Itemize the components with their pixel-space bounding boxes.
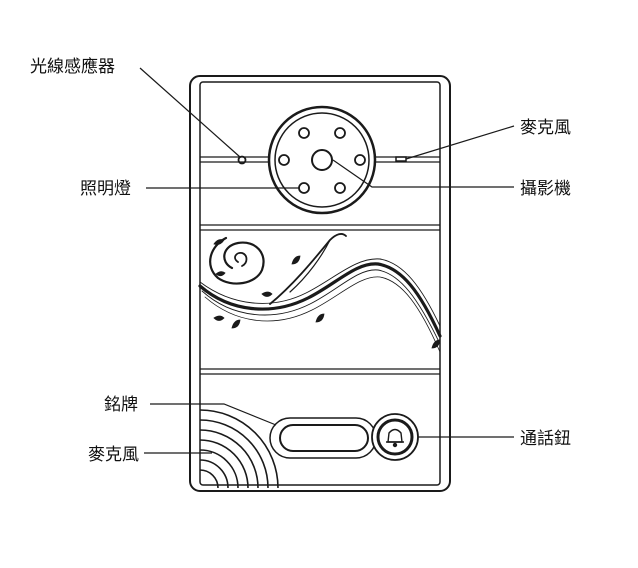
decorative-swirl bbox=[198, 233, 442, 353]
leader-nameplate bbox=[150, 403, 277, 426]
label-call-button: 通話鈕 bbox=[520, 429, 571, 449]
mic-top-slot bbox=[395, 156, 407, 162]
label-mic-bottom: 麥克風 bbox=[88, 445, 139, 465]
leader-camera bbox=[332, 159, 514, 188]
label-illumination: 照明燈 bbox=[80, 179, 131, 199]
speaker-grille bbox=[199, 409, 279, 489]
device-body bbox=[189, 75, 451, 492]
light-sensor bbox=[237, 155, 247, 165]
label-light-sensor: 光線感應器 bbox=[30, 56, 115, 77]
label-mic-top: 麥克風 bbox=[520, 118, 571, 138]
led-ring bbox=[278, 127, 366, 194]
label-nameplate: 銘牌 bbox=[104, 395, 138, 415]
camera-lens bbox=[311, 149, 333, 171]
label-camera: 攝影機 bbox=[520, 179, 571, 199]
leader-light-sensor bbox=[139, 67, 241, 158]
camera-module bbox=[267, 105, 377, 215]
call-button[interactable] bbox=[371, 413, 419, 461]
leader-lines bbox=[139, 67, 515, 454]
nameplate bbox=[269, 417, 377, 459]
bell-icon bbox=[386, 428, 404, 448]
leader-mic-top bbox=[405, 125, 515, 160]
